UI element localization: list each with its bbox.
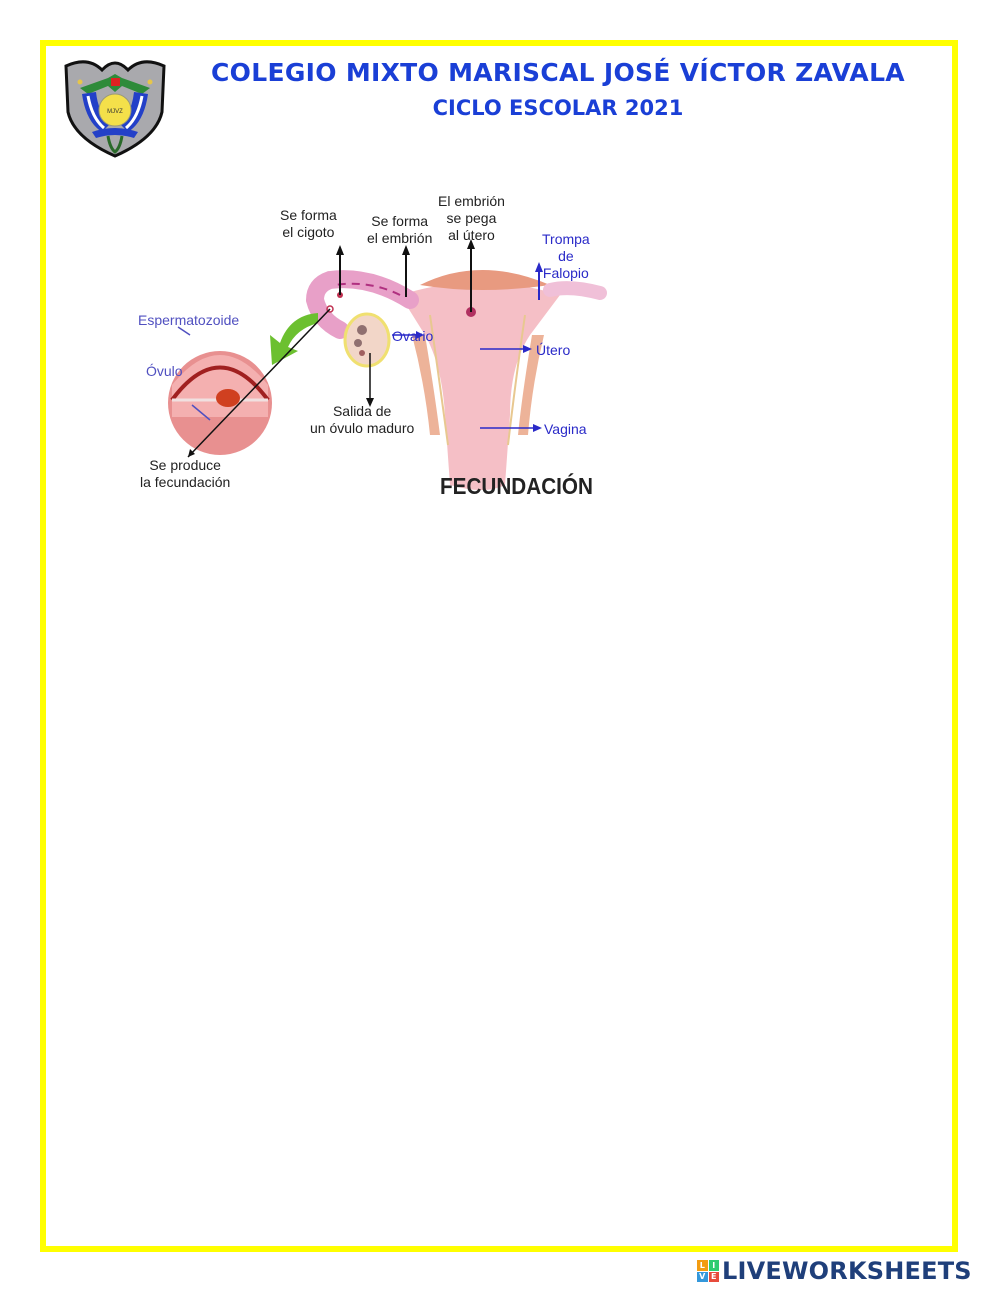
liveworksheets-wordmark: LIVEWORKSHEETS (722, 1257, 972, 1285)
worksheet-frame (40, 40, 958, 1252)
school-name-heading: COLEGIO MIXTO MARISCAL JOSÉ VÍCTOR ZAVAL… (211, 58, 905, 87)
label-vagina: Vagina (544, 421, 587, 437)
school-crest-logo: MJVZ (64, 60, 166, 158)
label-uterus: Útero (536, 342, 571, 358)
school-year-heading: CICLO ESCOLAR 2021 (432, 96, 684, 120)
liveworksheets-logo-icon: L I V E (697, 1260, 719, 1282)
label-ovum: Óvulo (146, 363, 183, 379)
svg-text:MJVZ: MJVZ (107, 109, 123, 115)
label-ovary: Ovario (392, 328, 434, 344)
liveworksheets-brand[interactable]: L I V E LIVEWORKSHEETS (697, 1257, 972, 1285)
reproductive-system-illustration (168, 239, 607, 490)
diagram-title: FECUNDACIÓN (440, 473, 593, 499)
label-sperm: Espermatozoide (138, 312, 240, 328)
